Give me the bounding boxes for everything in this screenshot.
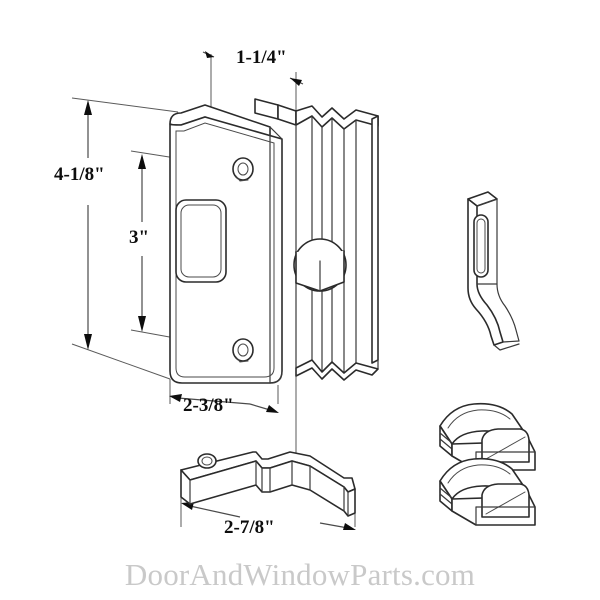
watermark: DoorAndWindowParts.com xyxy=(125,557,475,592)
keeper-slot xyxy=(473,214,489,278)
guide-block-lower xyxy=(439,457,536,526)
dimension-height-overall: 4-1/8" xyxy=(54,100,105,350)
dimension-width-bar: 2-7/8" xyxy=(181,502,356,538)
dimension-label-width-top: 1-1/4" xyxy=(236,47,287,68)
strike-bar-hole xyxy=(197,453,217,469)
keeper-strike xyxy=(467,191,520,351)
door-frame-extrusion xyxy=(254,98,379,381)
strike-bar xyxy=(180,451,356,517)
screw-hole-lower xyxy=(232,338,254,363)
dimension-label-hole-spacing: 3" xyxy=(129,227,149,248)
dimension-width-top: 1-1/4" xyxy=(202,47,304,86)
dimension-label-width-plate: 2-3/8" xyxy=(183,395,234,416)
dimension-width-plate: 2-3/8" xyxy=(169,394,279,416)
screw-hole-upper xyxy=(232,157,254,182)
latch-plate xyxy=(169,104,283,384)
dimension-label-height-overall: 4-1/8" xyxy=(54,164,105,185)
dimension-label-width-bar: 2-7/8" xyxy=(224,517,275,538)
lever-cutout xyxy=(175,199,227,283)
dimension-hole-spacing: 3" xyxy=(129,154,149,332)
guide-block-upper xyxy=(439,402,536,471)
